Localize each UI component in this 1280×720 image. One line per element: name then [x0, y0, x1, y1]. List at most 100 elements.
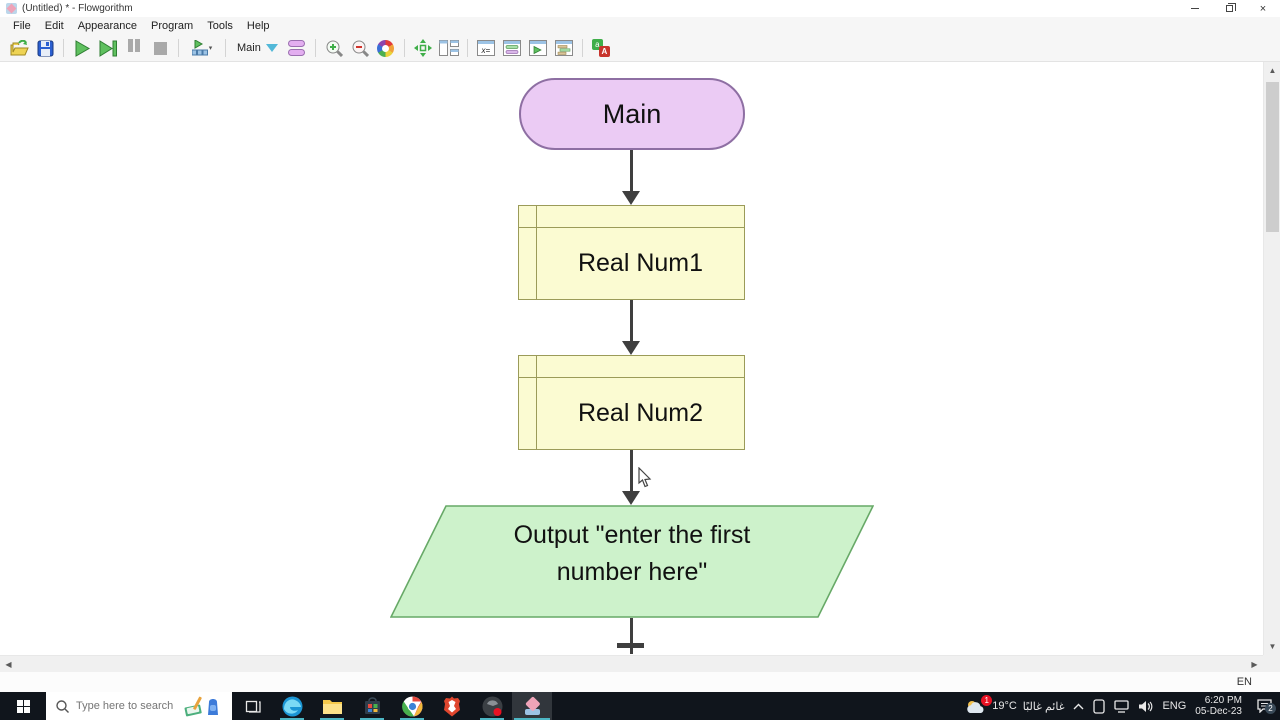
tray-language-label[interactable]: ENG [1162, 700, 1187, 712]
flow-arrow-line[interactable] [630, 150, 633, 192]
task-view-icon [245, 700, 261, 713]
taskbar-app-store[interactable] [352, 692, 392, 720]
menu-bar: File Edit Appearance Program Tools Help [0, 17, 1280, 35]
flowchart-window-button[interactable] [499, 36, 525, 60]
declare1-label: Real Num1 [577, 249, 704, 277]
your-phone-icon[interactable] [1093, 698, 1106, 714]
task-view-button[interactable] [232, 692, 272, 720]
save-button[interactable] [32, 36, 58, 60]
taskbar-clock[interactable]: 6:20 PM 05-Dec-23 [1195, 695, 1242, 717]
taskbar-app-file-explorer[interactable] [312, 692, 352, 720]
network-icon[interactable] [1114, 699, 1130, 713]
declare-divider [536, 356, 537, 449]
declare-divider [519, 227, 744, 228]
toolbar-separator [403, 39, 405, 57]
taskbar-app-flowgorithm[interactable] [512, 692, 552, 720]
taskbar-app-brave[interactable] [432, 692, 472, 720]
flowchart-main-node[interactable]: Main [519, 78, 745, 150]
scroll-right-icon[interactable]: ▶ [1251, 660, 1258, 669]
main-node-label: Main [602, 98, 662, 129]
weather-widget[interactable]: 1 19°C غائم غالبًا [966, 694, 1064, 714]
flow-arrowhead-icon [622, 191, 640, 205]
horizontal-scrollbar[interactable]: ◀ ▶ [0, 655, 1263, 672]
scroll-down-icon[interactable]: ▼ [1268, 642, 1277, 651]
zoom-in-button[interactable] [321, 36, 347, 60]
function-selector[interactable]: Main [231, 42, 284, 54]
flow-arrow-line[interactable] [630, 300, 633, 342]
clock-time: 6:20 PM [1204, 695, 1242, 706]
functions-button[interactable] [284, 36, 310, 60]
stop-button[interactable] [147, 36, 173, 60]
volume-icon[interactable] [1138, 700, 1153, 713]
fit-to-window-button[interactable] [410, 36, 436, 60]
title-bar: (Untitled) * - Flowgorithm × [0, 0, 1280, 17]
declare-divider [536, 206, 537, 299]
flowchart-declare-node-1[interactable]: Real Num1 [518, 205, 745, 300]
scrollbar-corner [1263, 655, 1280, 672]
run-layout-button[interactable]: ▾ [184, 36, 220, 60]
menu-tools[interactable]: Tools [207, 20, 233, 32]
menu-appearance[interactable]: Appearance [77, 20, 138, 32]
flow-arrow-line[interactable] [630, 450, 633, 492]
flowchart-window-icon [502, 40, 521, 56]
vertical-scroll-thumb[interactable] [1266, 82, 1279, 232]
taskbar-app-chrome[interactable] [392, 692, 432, 720]
menu-file[interactable]: File [13, 20, 31, 32]
run-button[interactable] [69, 36, 95, 60]
open-folder-icon [10, 39, 29, 55]
microsoft-store-icon [364, 696, 380, 714]
search-input[interactable] [76, 700, 176, 712]
taskbar-app-edge[interactable] [272, 692, 312, 720]
restore-button[interactable] [1212, 0, 1246, 17]
color-wheel-icon [377, 39, 395, 57]
flowchart-canvas[interactable]: Main Real Num1 Real Num2 Output "enter t… [0, 62, 1263, 654]
open-button[interactable] [6, 36, 32, 60]
status-bar: EN [0, 672, 1280, 692]
action-center-button[interactable]: 2 [1257, 699, 1276, 714]
menu-help[interactable]: Help [246, 20, 270, 32]
source-viewer-button[interactable] [551, 36, 577, 60]
flowchart-output-node[interactable] [390, 505, 874, 618]
run-layout-icon [191, 40, 208, 56]
recorder-icon [482, 696, 502, 716]
toolbar-separator [225, 39, 226, 57]
step-button[interactable] [95, 36, 121, 60]
start-button[interactable] [0, 692, 46, 720]
close-button[interactable]: × [1246, 0, 1280, 17]
toolbar-separator [178, 39, 179, 57]
menu-program[interactable]: Program [151, 20, 194, 32]
menu-edit[interactable]: Edit [44, 20, 64, 32]
translate-button[interactable]: a A [588, 36, 614, 60]
console-window-button[interactable] [525, 36, 551, 60]
scroll-up-icon[interactable]: ▲ [1268, 66, 1277, 75]
toolbar-separator [63, 39, 64, 57]
flow-arrowhead-clipped [617, 643, 644, 648]
console-window-icon [528, 40, 547, 56]
arrange-windows-button[interactable] [436, 36, 462, 60]
brave-icon [444, 696, 460, 716]
zoom-reset-button[interactable] [373, 36, 399, 60]
zoom-out-button[interactable] [347, 36, 373, 60]
search-doodle-image [184, 696, 218, 717]
toolbar: ▾ Main [0, 35, 1280, 62]
output-label-line1: Output "enter the first [513, 521, 751, 549]
scroll-left-icon[interactable]: ◀ [5, 660, 12, 669]
taskbar-search[interactable] [46, 692, 232, 720]
window-title: (Untitled) * - Flowgorithm [22, 3, 133, 14]
variables-window-button[interactable]: x= [473, 36, 499, 60]
close-icon: × [1259, 2, 1267, 15]
system-tray: 1 19°C غائم غالبًا ENG 6:20 PM 05-Dec-23 [966, 692, 1280, 720]
minimize-button[interactable] [1178, 0, 1212, 17]
arrange-windows-icon [438, 40, 459, 56]
toolbar-separator [314, 39, 316, 57]
vertical-scrollbar[interactable]: ▲ ▼ [1263, 62, 1280, 655]
pause-button[interactable] [121, 36, 147, 60]
tray-expand-chevron-icon[interactable] [1073, 703, 1084, 710]
flow-arrow-line[interactable] [630, 618, 633, 654]
flowchart-declare-node-2[interactable]: Real Num2 [518, 355, 745, 450]
taskbar-app-recorder[interactable] [472, 692, 512, 720]
chrome-icon [401, 695, 423, 716]
temperature-label: 19°C [992, 700, 1017, 712]
variables-window-icon: x= [476, 40, 495, 56]
flowgorithm-taskbar-icon [524, 696, 540, 715]
